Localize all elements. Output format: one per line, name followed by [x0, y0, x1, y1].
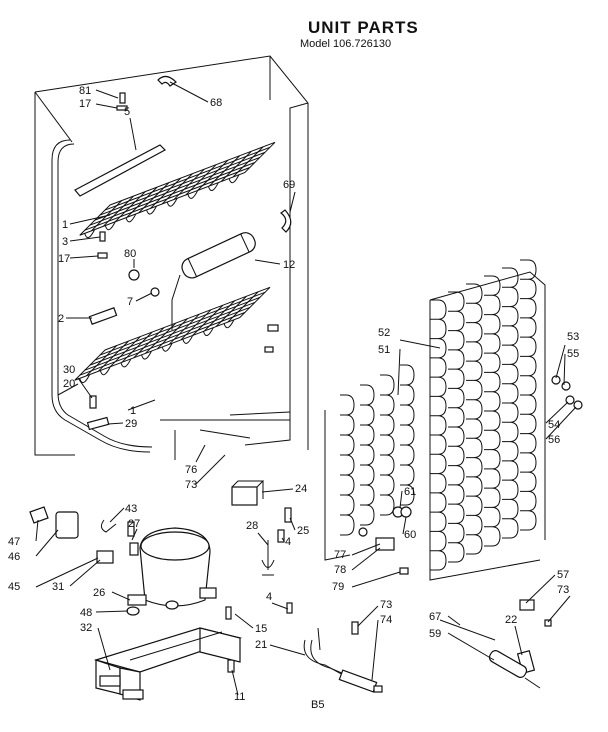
callout-48: 48 — [80, 607, 92, 619]
part-69-clip — [280, 209, 292, 233]
callout-45: 45 — [8, 581, 20, 593]
callout-54: 54 — [548, 419, 560, 431]
part-28-spring — [261, 540, 275, 576]
callout-47: 47 — [8, 536, 20, 548]
callout-69: 69 — [283, 179, 295, 191]
callout-77: 77 — [334, 549, 346, 561]
callout-51: 51 — [378, 344, 390, 356]
callout-7: 7 — [127, 296, 133, 308]
callout-73: 73 — [557, 584, 569, 596]
callout-80: 80 — [124, 248, 136, 260]
page-code: B5 — [311, 699, 324, 711]
callout-68: 68 — [210, 97, 222, 109]
callout-5: 5 — [124, 106, 130, 118]
model-number: Model 106.726130 — [300, 38, 391, 50]
callout-52: 52 — [378, 327, 390, 339]
part-68-clip — [157, 75, 177, 87]
callout-4: 4 — [266, 591, 272, 603]
callout-21: 21 — [255, 639, 267, 651]
callout-74: 74 — [380, 614, 392, 626]
leader-lines — [35, 81, 577, 696]
upper-evaporator-grid — [79, 141, 276, 239]
callout-73: 73 — [185, 479, 197, 491]
callout-25: 25 — [297, 525, 309, 537]
callout-55: 55 — [567, 348, 579, 360]
callout-20: 20 — [63, 378, 75, 390]
callout-67: 67 — [429, 611, 441, 623]
callout-53: 53 — [567, 331, 579, 343]
callout-31: 31 — [52, 581, 64, 593]
diagram-title: UNIT PARTS — [308, 18, 419, 37]
callout-46: 46 — [8, 551, 20, 563]
callout-81: 81 — [79, 85, 91, 97]
callout-28: 28 — [246, 520, 258, 532]
callout-17: 17 — [79, 98, 91, 110]
callout-labels: 81 17 68 5 69 1 3 80 17 12 7 2 52 51 53 … — [8, 85, 579, 703]
part-32-base-pan — [93, 627, 243, 701]
callout-26: 26 — [93, 587, 105, 599]
callout-1: 1 — [62, 219, 68, 231]
callout-22: 22 — [505, 614, 517, 626]
drier-cylinder — [171, 232, 256, 330]
part-77-78-bracket — [358, 506, 412, 575]
cabinet-outline — [34, 55, 309, 460]
callout-30: 30 — [63, 364, 75, 376]
callout-79: 79 — [332, 581, 344, 593]
callout-15: 15 — [255, 623, 267, 635]
callout-43: 43 — [125, 503, 137, 515]
callout-17: 17 — [58, 253, 70, 265]
callout-11: 11 — [234, 691, 245, 703]
callout-1: 1 — [130, 405, 136, 417]
callout-12: 12 — [283, 259, 295, 271]
callout-24: 24 — [295, 483, 307, 495]
callout-3: 3 — [62, 236, 68, 248]
condenser-fasteners — [551, 375, 583, 410]
callout-73: 73 — [380, 599, 392, 611]
callout-60: 60 — [404, 529, 416, 541]
small-fasteners — [86, 92, 279, 431]
callout-29: 29 — [125, 418, 137, 430]
lower-evaporator-grid — [74, 286, 271, 384]
callout-2: 2 — [58, 313, 64, 325]
part-22-59-67-components — [439, 599, 552, 689]
callout-59: 59 — [429, 628, 441, 640]
part-24-relay — [231, 480, 265, 506]
callout-76: 76 — [185, 464, 197, 476]
start-relay-parts — [96, 519, 139, 564]
part-5-strip — [74, 144, 166, 197]
callout-78: 78 — [334, 564, 346, 576]
compressor — [126, 527, 217, 616]
part-21-wiring-harness — [303, 627, 383, 693]
callout-57: 57 — [557, 569, 569, 581]
callout-4: 4 — [285, 536, 291, 548]
refrigerant-tube — [51, 139, 153, 453]
callout-61: 61 — [404, 486, 416, 498]
condenser-coil — [324, 259, 546, 581]
callout-27: 27 — [128, 518, 140, 530]
callout-56: 56 — [548, 434, 560, 446]
part-47-46-cover — [29, 506, 79, 539]
screw-parts — [225, 507, 359, 673]
callout-32: 32 — [80, 622, 92, 634]
